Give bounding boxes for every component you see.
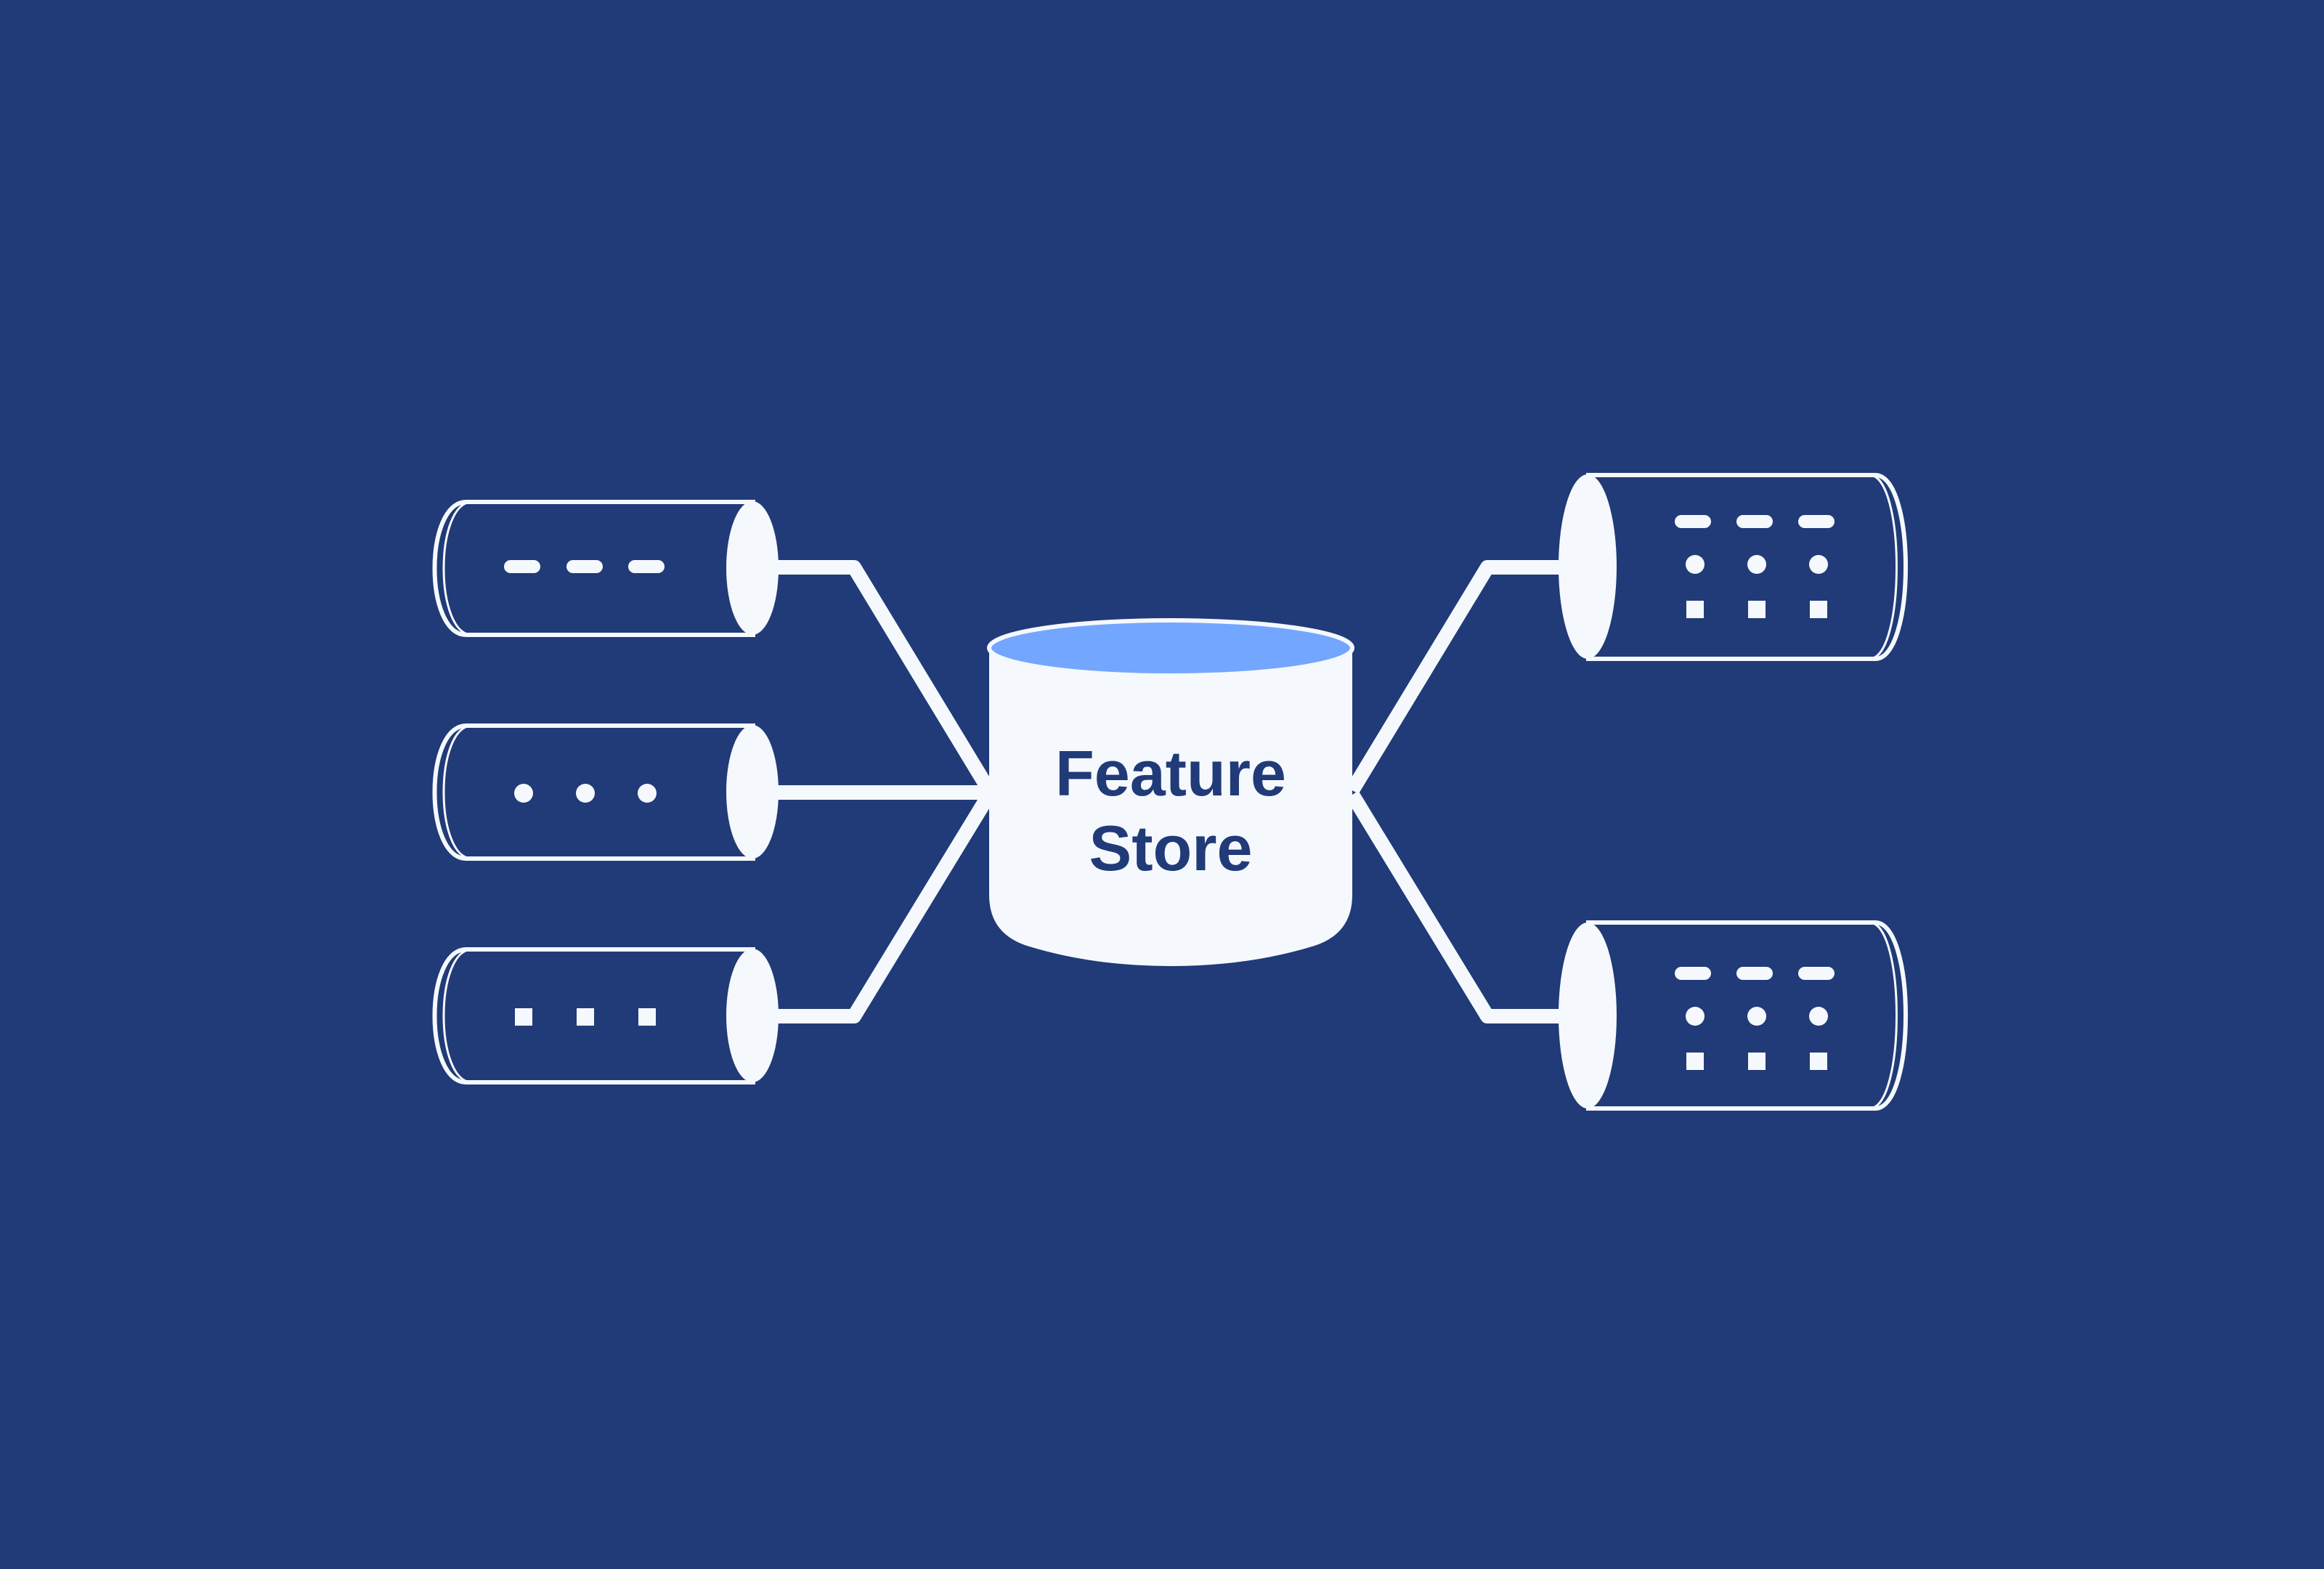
consumer-connectors <box>1346 560 1561 1023</box>
source-database-1 <box>432 500 779 637</box>
source-database-2 <box>432 723 779 861</box>
grid-pattern <box>1675 515 1835 618</box>
feature-store-database: Feature Store <box>987 618 1354 966</box>
connector-source-3 <box>764 790 996 1023</box>
consumer-database-2 <box>1559 920 1908 1111</box>
square-pattern <box>515 1008 656 1026</box>
database-icon <box>987 618 1354 966</box>
connector-source-1 <box>764 560 996 795</box>
connector-consumer-1 <box>1346 560 1561 795</box>
data-source-cylinder-icon <box>432 723 779 861</box>
consumer-database-1 <box>1559 473 1908 661</box>
feature-consumer-cylinder-icon <box>1559 920 1908 1111</box>
feature-store-title-line2: Store <box>1089 812 1253 884</box>
grid-pattern <box>1675 967 1835 1070</box>
dash-pattern <box>504 560 665 573</box>
feature-store-title-line1: Feature <box>1055 737 1286 809</box>
data-source-cylinder-icon <box>432 947 779 1084</box>
feature-consumer-cylinder-icon <box>1559 473 1908 661</box>
data-source-cylinder-icon <box>432 500 779 637</box>
source-connectors <box>764 560 996 1023</box>
source-database-3 <box>432 947 779 1084</box>
connector-consumer-2 <box>1346 790 1561 1023</box>
dot-pattern <box>514 784 657 803</box>
